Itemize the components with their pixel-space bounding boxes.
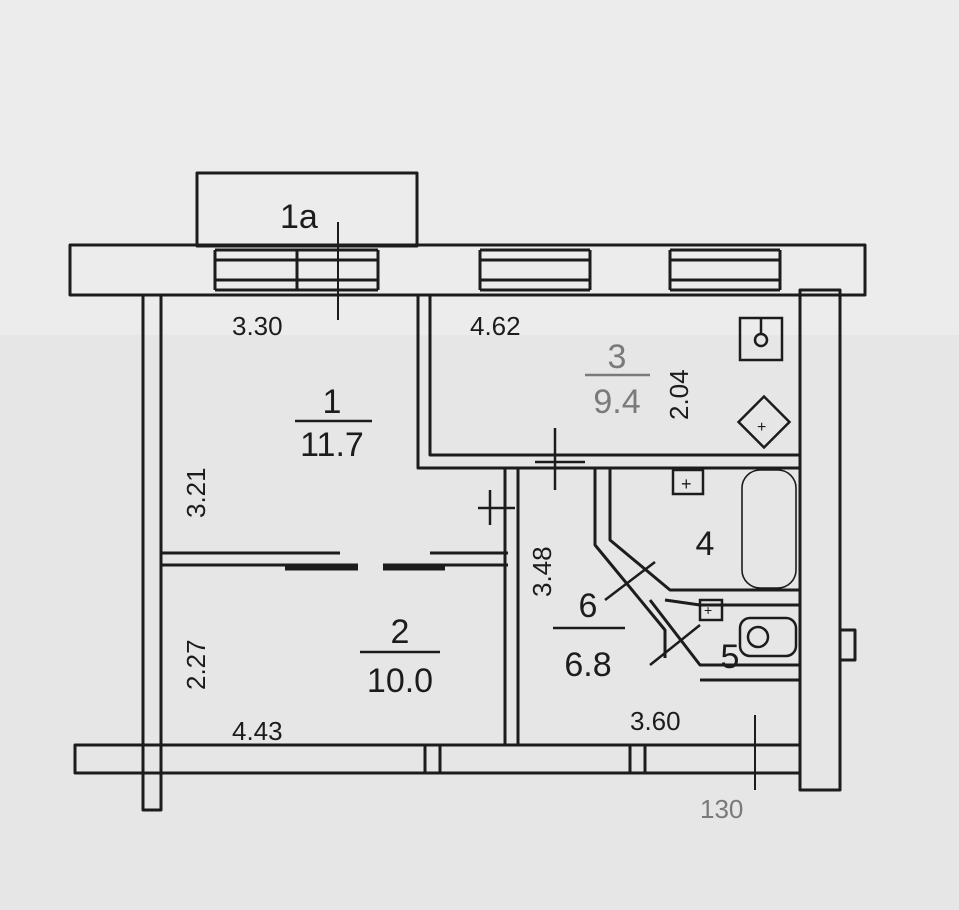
balcony-label: 1a [280,198,318,236]
room3-number: 3 [608,338,627,376]
washbasin-plus-icon: + [704,602,712,618]
wall-mark-label: 130 [700,794,743,824]
dim-room2-width: 4.43 [232,716,283,746]
room2-number: 2 [391,613,410,651]
door-mark-room6-1 [604,561,656,601]
bathroom-wall-inner [608,468,800,592]
sink-icon [671,468,705,496]
room1-area: 11.7 [300,426,364,464]
door-mark-room6-2 [649,624,701,666]
sink-plus-icon: + [681,474,692,494]
bottom-exterior-wall [73,743,802,775]
window-3 [668,248,782,292]
dim-room6-depth: 3.48 [527,546,557,597]
window-1 [213,248,380,292]
room4-number: 4 [696,525,715,563]
room1-number: 1 [323,383,342,421]
room2-area: 10.0 [367,662,433,700]
dim-room2-depth: 2.27 [181,639,211,690]
toilet-wall-outer [648,599,800,667]
stove-icon [736,394,792,450]
bathroom-wall-outer [593,468,667,658]
partition-room3-inner [428,295,800,457]
dim-room3-depth: 2.04 [664,369,694,420]
dim-room1-width: 3.30 [232,311,283,341]
toilet-bowl-icon [746,625,770,649]
washbasin-icon [698,598,724,622]
stove-cross-icon: + [757,419,766,436]
room5-number: 5 [721,638,740,676]
dim-room1-depth: 3.21 [181,467,211,518]
room6-area: 6.8 [564,646,611,684]
dim-room3-width: 4.62 [470,311,521,341]
window-2 [478,248,592,292]
room6-number: 6 [579,587,598,625]
right-wall-notch [838,628,857,662]
room3-area: 9.4 [593,383,640,421]
right-exterior-wall [798,288,842,792]
top-exterior-wall [68,243,867,297]
toilet-icon [738,616,798,658]
dim-room6-width: 3.60 [630,706,681,736]
bathtub-icon [741,469,797,589]
partition-room1-room3 [416,295,520,470]
